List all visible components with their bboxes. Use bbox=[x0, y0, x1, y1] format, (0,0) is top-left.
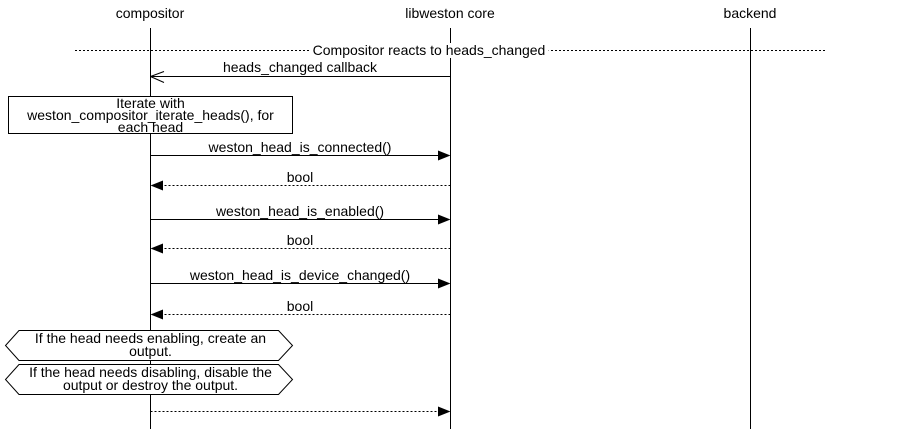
condition-note-box-enabling bbox=[4, 330, 294, 361]
message-label-heads-changed-callback: heads_changed callback bbox=[222, 59, 378, 75]
message-arrow-weston-head-is-enabled bbox=[150, 214, 451, 225]
participant-label-libweston-core: libweston core bbox=[405, 5, 495, 21]
message-arrow-heads-changed-callback bbox=[150, 71, 451, 83]
condition-note-box-disabling bbox=[4, 364, 294, 395]
note-box bbox=[8, 96, 293, 134]
message-arrow-weston-head-is-device-changed bbox=[150, 278, 451, 289]
message-label-weston-head-is-enabled: weston_head_is_enabled() bbox=[215, 203, 385, 219]
message-label-weston-head-is-connected: weston_head_is_connected() bbox=[208, 139, 392, 155]
note-box-text: Iterate with weston_compositor_iterate_h… bbox=[27, 95, 274, 135]
condition-note-text-disabling: If the head needs disabling, disable the… bbox=[29, 364, 272, 393]
condition-note-text-enabling: If the head needs enabling, create an ou… bbox=[34, 330, 267, 359]
return-arrow-bool-2 bbox=[150, 243, 451, 254]
return-label-bool-3: bool bbox=[286, 298, 314, 314]
return-label-bool-2: bool bbox=[286, 232, 314, 248]
message-label-weston-head-is-device-changed: weston_head_is_device_changed() bbox=[189, 267, 411, 283]
return-arrow-bool-3 bbox=[150, 309, 451, 320]
participant-label-backend: backend bbox=[723, 5, 777, 21]
return-label-bool-1: bool bbox=[286, 169, 314, 185]
return-arrow-bool-1 bbox=[150, 180, 451, 191]
message-arrow-weston-head-is-connected bbox=[150, 150, 451, 161]
message-arrow-final bbox=[150, 406, 451, 417]
participant-label-compositor: compositor bbox=[115, 5, 185, 21]
divider-title: Compositor reacts to heads_changed bbox=[309, 43, 549, 58]
